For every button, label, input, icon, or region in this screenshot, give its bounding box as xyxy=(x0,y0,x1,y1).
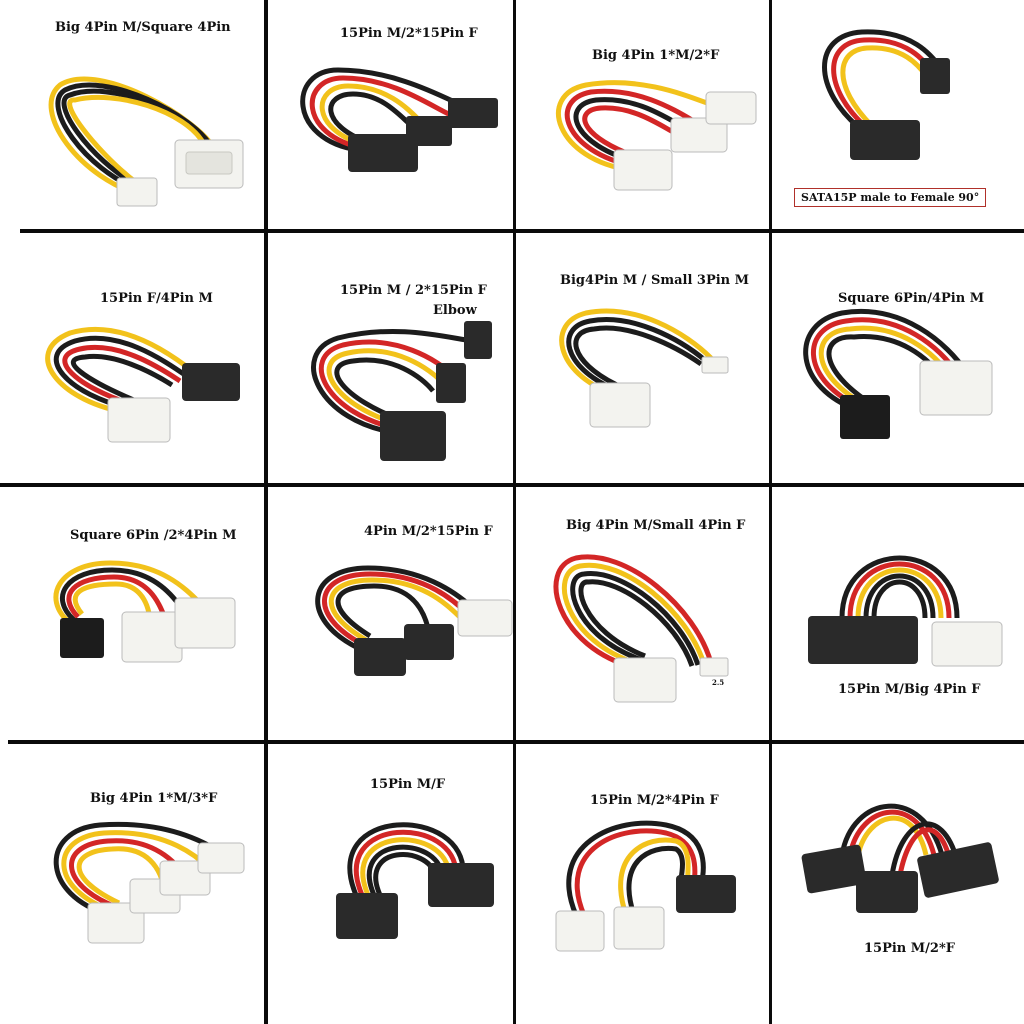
cell-square6pin-2x4pinm: Square 6Pin /2*4Pin M xyxy=(0,488,264,740)
cell-15pinm-big4pinf: 15Pin M/Big 4Pin F xyxy=(772,488,1024,740)
cable-picture xyxy=(559,308,729,428)
grid-divider-v3 xyxy=(769,0,772,1024)
cable-picture xyxy=(45,326,240,443)
cable-picture xyxy=(822,29,950,160)
cell-label: Big4Pin M / Small 3Pin M xyxy=(560,273,750,288)
cable-picture xyxy=(556,80,757,191)
cable-picture xyxy=(553,554,729,703)
cell-label: 15Pin M/Big 4Pin F xyxy=(838,682,981,697)
cell-15pin-2x15pin: 15Pin M/2*15Pin F xyxy=(268,0,516,228)
cell-sublabel: Elbow xyxy=(433,303,477,318)
cable-picture xyxy=(801,803,999,913)
grid-divider-v1 xyxy=(264,0,268,1024)
cable-picture xyxy=(555,820,736,952)
cell-15pinm-2x4pinf: 15Pin M/2*4Pin F xyxy=(516,745,772,1024)
grid-divider-h2 xyxy=(0,483,1024,487)
cable-picture xyxy=(53,821,245,944)
grid-divider-v2 xyxy=(513,0,516,1024)
cell-big4pin-1m-3f: Big 4Pin 1*M/3*F xyxy=(0,745,264,1024)
cell-15pin-2x15pin-elbow: 15Pin M / 2*15Pin F Elbow xyxy=(268,233,516,483)
cell-label: 4Pin M/2*15Pin F xyxy=(364,524,493,539)
cable-picture xyxy=(336,822,494,939)
cell-label: Big 4Pin M/Square 4Pin xyxy=(55,20,231,35)
cell-15pinm-2f: 15Pin M/2*F xyxy=(772,745,1024,1024)
cable-picture xyxy=(803,309,993,439)
cell-label: 15Pin M/F xyxy=(370,777,446,792)
cell-label: Big 4Pin 1*M/2*F xyxy=(592,48,720,63)
cell-big4pin-square4pin: Big 4Pin M/Square 4Pin xyxy=(0,0,268,228)
cable-picture xyxy=(808,555,1003,667)
cell-label: 15Pin M/2*15Pin F xyxy=(340,26,478,41)
cell-label: SATA15P male to Female 90° xyxy=(794,188,987,207)
cable-picture xyxy=(300,67,498,172)
grid-divider-h3 xyxy=(8,740,1024,744)
cell-square6pin-4pinm: Square 6Pin/4Pin M xyxy=(772,233,1024,483)
grid-divider-h1 xyxy=(20,229,1024,233)
cell-sublabel: 2.5 xyxy=(712,678,725,687)
cell-big4pin-small4pinf: Big 4Pin M/Small 4Pin F 2.5 xyxy=(516,488,772,740)
cell-15pin-mf: 15Pin M/F xyxy=(268,745,516,1024)
cell-label: 15Pin M / 2*15Pin F xyxy=(340,283,487,298)
cell-big4pin-small3pin: Big4Pin M / Small 3Pin M xyxy=(516,233,772,483)
cell-label: 15Pin M/2*F xyxy=(864,941,955,956)
cell-4pinm-2x15pinf: 4Pin M/2*15Pin F xyxy=(268,488,516,740)
cable-picture xyxy=(315,565,513,676)
cell-label: Big 4Pin M/Small 4Pin F xyxy=(566,518,746,533)
cell-sata15p-90: SATA15P male to Female 90° xyxy=(772,0,1024,228)
cell-label: Big 4Pin 1*M/3*F xyxy=(90,791,218,806)
cell-15pinf-4pinm: 15Pin F/4Pin M xyxy=(0,233,264,483)
cable-picture xyxy=(311,321,492,461)
cable-picture xyxy=(48,76,244,207)
cell-label: Square 6Pin /2*4Pin M xyxy=(70,528,237,543)
cable-picture xyxy=(53,560,236,663)
cell-big4pin-1m-2f: Big 4Pin 1*M/2*F xyxy=(516,0,772,228)
cell-label: Square 6Pin/4Pin M xyxy=(838,291,985,306)
cell-label: 15Pin F/4Pin M xyxy=(100,291,213,306)
cell-label: 15Pin M/2*4Pin F xyxy=(590,793,719,808)
